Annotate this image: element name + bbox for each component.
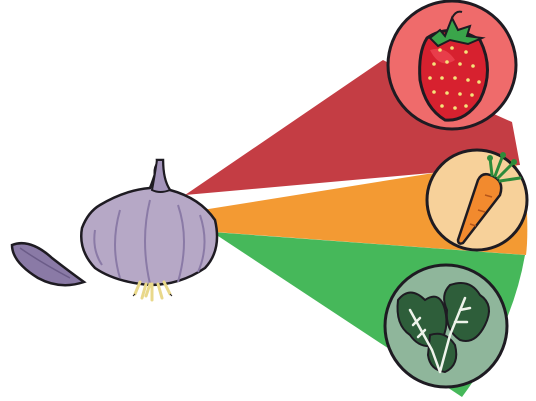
- carrot-node: [427, 150, 527, 250]
- strawberry-node: [388, 1, 516, 129]
- garlic-bulb-icon: [81, 160, 217, 300]
- greens-node: [385, 265, 507, 387]
- garlic-clove-icon: [12, 243, 84, 285]
- garlic-roots: [135, 282, 170, 300]
